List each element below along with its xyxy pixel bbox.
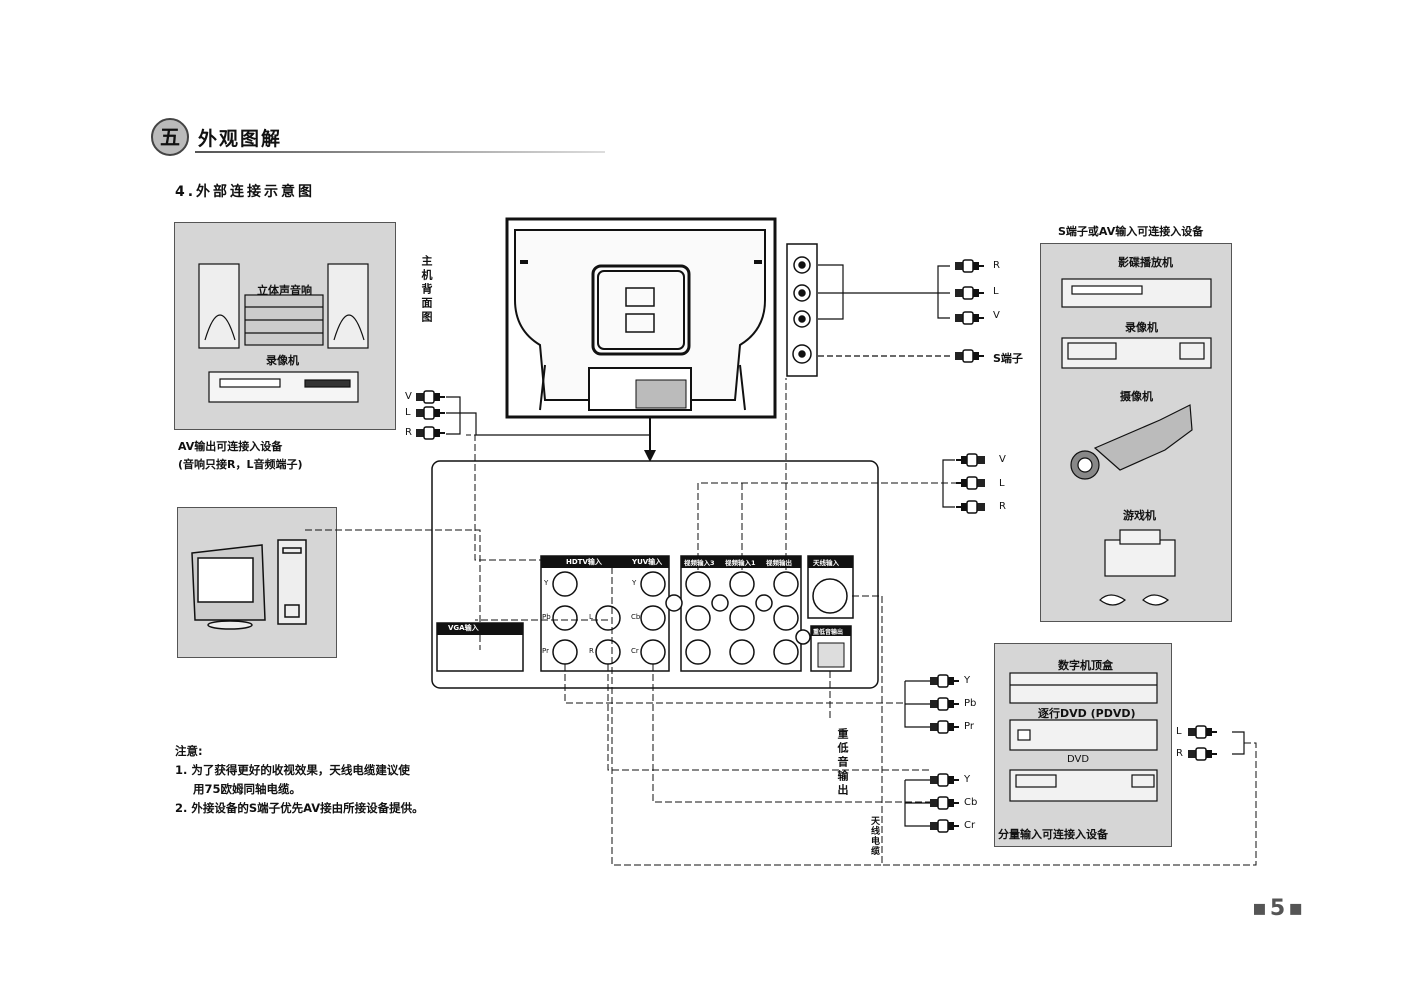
hdtv-jack-pb: Pb <box>542 613 551 621</box>
plug-label-v: V <box>405 391 412 402</box>
hdtv-input-label: HDTV输入 <box>566 558 602 566</box>
plug-label-pr: Pr <box>964 721 974 732</box>
subsection-title: 4.外部连接示意图 <box>175 184 316 200</box>
yuv-jack-cb: Cb <box>631 613 641 621</box>
plug-label-cb: Cb <box>964 797 978 808</box>
component-group-caption: 分量输入可连接入设备 <box>998 828 1108 841</box>
antenna-input-label: 天线输入 <box>813 559 839 567</box>
note-1-line-2: 用75欧姆同轴电缆。 <box>193 782 302 796</box>
title-underline <box>195 151 605 153</box>
device-label-pdvd: 逐行DVD (PDVD) <box>1038 707 1136 720</box>
video-input-3-label: 视频输入3 <box>684 559 715 567</box>
component-devices <box>1009 672 1158 802</box>
stereo-label: 立体声音响 <box>257 284 312 297</box>
tv-rear-view <box>505 217 777 419</box>
computer <box>191 539 307 630</box>
av-input-devices <box>1061 278 1212 606</box>
plug-label-l-mid: L <box>999 478 1005 489</box>
hdtv-jack-y: Y <box>544 579 549 587</box>
page-number-value: 5 <box>1269 896 1289 921</box>
device-label-game-console: 游戏机 <box>1123 509 1156 522</box>
device-label-set-top-box: 数字机顶盒 <box>1058 659 1113 672</box>
notes-block: 注意: 1. 为了获得更好的收视效果，天线电缆建议使 用75欧姆同轴电缆。 2.… <box>175 742 424 818</box>
plug-label-r-top: R <box>993 260 1000 271</box>
stereo-and-vcr <box>198 263 369 403</box>
s-video-group-title: S端子或AV输入可连接入设备 <box>1058 225 1204 238</box>
plug-label-v-top: V <box>993 310 1000 321</box>
plug-label-r: R <box>405 427 412 438</box>
antenna-cable-label: 天线电缆 <box>869 816 879 856</box>
note-1-line-1: 1. 为了获得更好的收视效果，天线电缆建议使 <box>175 763 410 777</box>
video-input-1-label: 视频输入1 <box>725 559 756 567</box>
audio-jack-r: R <box>589 647 594 655</box>
yuv-jack-cr: Cr <box>631 647 639 655</box>
vga-input-label: VGA输入 <box>448 624 479 632</box>
tv-side-jack-strip <box>786 243 818 377</box>
plug-label-cr: Cr <box>964 820 976 831</box>
device-label-camcorder: 摄像机 <box>1120 390 1153 403</box>
plug-label-l: L <box>405 407 411 418</box>
plug-label-audio-r: R <box>1176 748 1183 759</box>
notes-heading: 注意: <box>175 744 203 758</box>
yuv-jack-y: Y <box>632 579 637 587</box>
plug-label-y-1: Y <box>964 675 971 686</box>
subwoofer-cable-label: 重低音输出 <box>836 728 849 798</box>
page-number: ▪5▪ <box>1252 896 1307 921</box>
video-output-label: 视频输出 <box>766 559 792 567</box>
plug-label-v-mid: V <box>999 454 1006 465</box>
plug-label-audio-l: L <box>1176 726 1182 737</box>
device-label-vcr: 录像机 <box>1125 321 1158 334</box>
section-number-badge: 五 <box>151 118 189 156</box>
plug-label-r-mid: R <box>999 501 1006 512</box>
plug-label-pb: Pb <box>964 698 977 709</box>
av-output-caption: AV输出可连接入设备 <box>178 440 283 453</box>
plug-label-l-top: L <box>993 286 999 297</box>
section-title: 外观图解 <box>198 128 283 150</box>
plug-label-s-video: S端子 <box>993 352 1023 365</box>
vcr-label: 录像机 <box>266 354 299 367</box>
hdtv-jack-pr: Pr <box>542 647 549 655</box>
subwoofer-output-label: 重低音输出 <box>813 629 844 636</box>
yuv-input-label: YUV输入 <box>632 558 663 566</box>
device-label-dvd: DVD <box>1067 754 1090 765</box>
audio-jack-l: L <box>589 613 593 621</box>
tv-rear-label: 主机背面图 <box>420 255 433 325</box>
av-output-note: (音响只接R，L音频端子) <box>178 458 303 471</box>
device-label-dvd-player: 影碟播放机 <box>1118 256 1173 269</box>
note-2: 2. 外接设备的S端子优先AV接由所接设备提供。 <box>175 801 424 815</box>
plug-label-y-2: Y <box>964 774 971 785</box>
